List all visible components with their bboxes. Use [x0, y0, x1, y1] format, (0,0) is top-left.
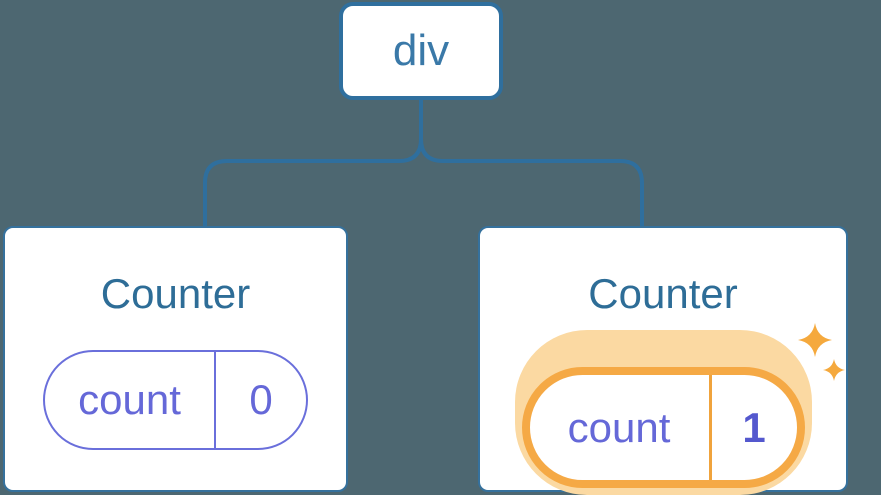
sparkle-large	[798, 323, 832, 357]
component-title: Counter	[100, 270, 251, 317]
sparkles-icon	[798, 323, 845, 381]
connector-left-branch	[203, 98, 423, 232]
state-key-label: count	[567, 403, 671, 451]
component-title: Counter	[588, 270, 738, 317]
state-pill-highlight-glow: count 1	[514, 330, 812, 495]
connector-right-branch	[419, 98, 644, 232]
root-node-label: div	[392, 26, 450, 75]
state-pill-highlighted: count 1	[521, 367, 805, 488]
state-pill: count 0	[43, 350, 308, 450]
state-value: 1	[708, 375, 797, 480]
root-node: div	[339, 2, 503, 100]
state-value: 0	[214, 352, 306, 448]
state-key-label: count	[78, 376, 181, 423]
sparkle-small	[823, 359, 845, 381]
component-card-counter-0: Counter count 0	[3, 226, 348, 492]
component-card-counter-1: Counter count 1	[478, 226, 848, 495]
